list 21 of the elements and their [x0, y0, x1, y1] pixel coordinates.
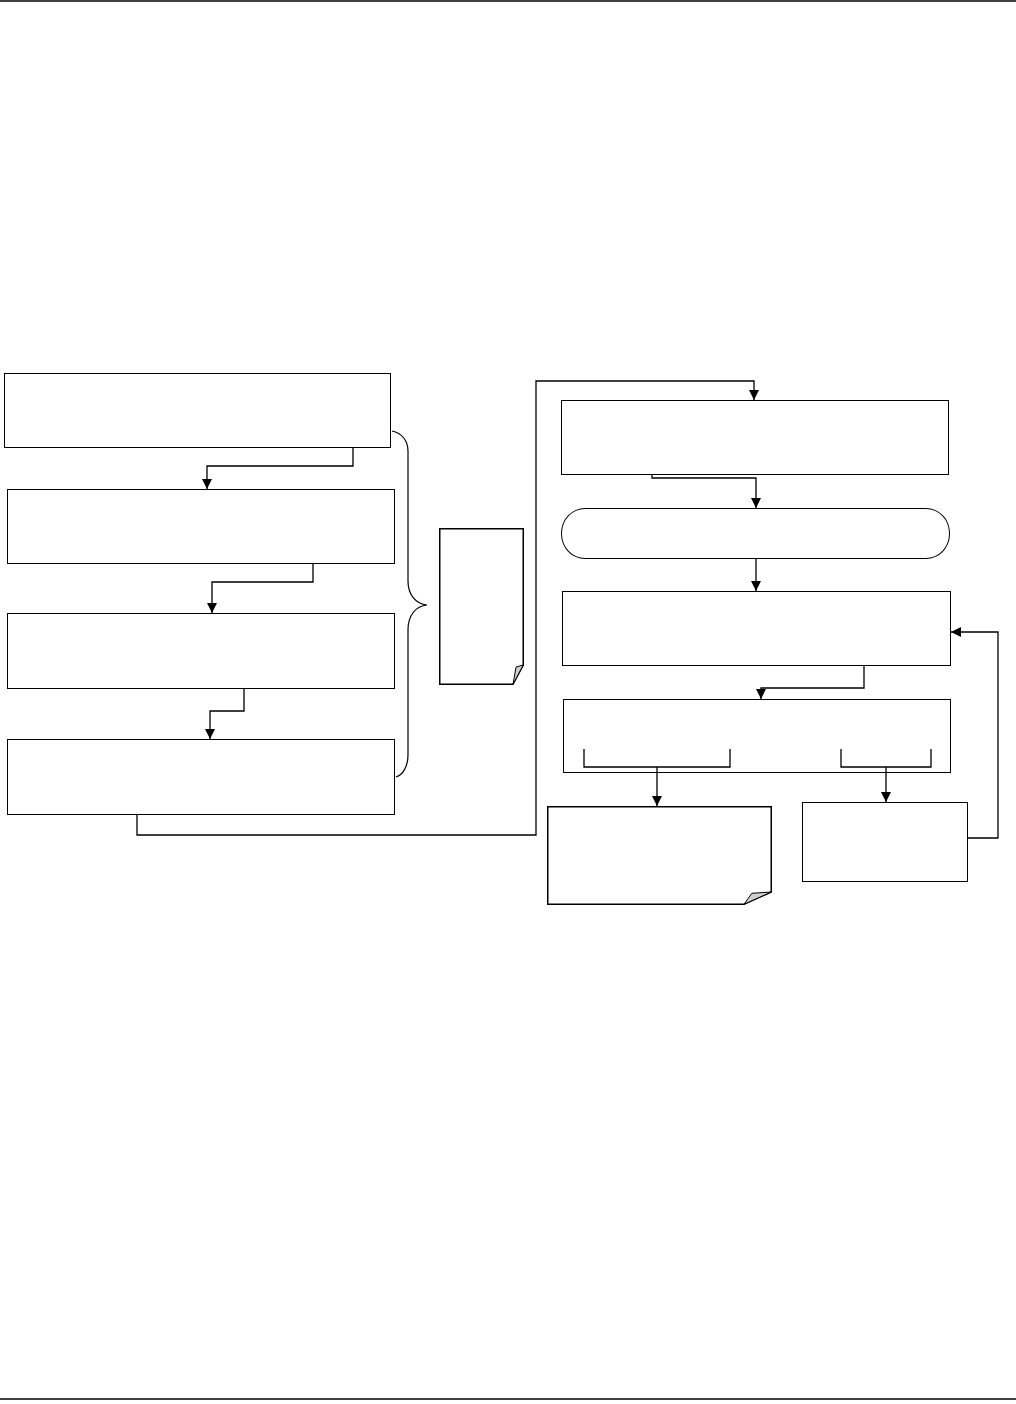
arrow: [751, 558, 761, 592]
process-box: [802, 802, 968, 882]
arrow: [207, 563, 314, 614]
arrow: [205, 688, 245, 740]
process-box: [7, 613, 395, 689]
terminator-shape: [561, 508, 950, 559]
arrow: [136, 380, 759, 836]
process-box: [4, 373, 391, 448]
process-box: [561, 400, 949, 475]
note-shape: [547, 806, 772, 905]
arrow: [651, 474, 761, 509]
arrow: [840, 748, 932, 803]
process-box: [563, 699, 951, 773]
process-box: [7, 489, 395, 564]
process-box: [7, 739, 395, 815]
arrow: [202, 447, 354, 490]
note-shape: [439, 528, 524, 685]
arrow: [950, 627, 999, 839]
arrow: [756, 665, 865, 700]
arrow: [583, 748, 731, 807]
process-box: [562, 591, 951, 666]
